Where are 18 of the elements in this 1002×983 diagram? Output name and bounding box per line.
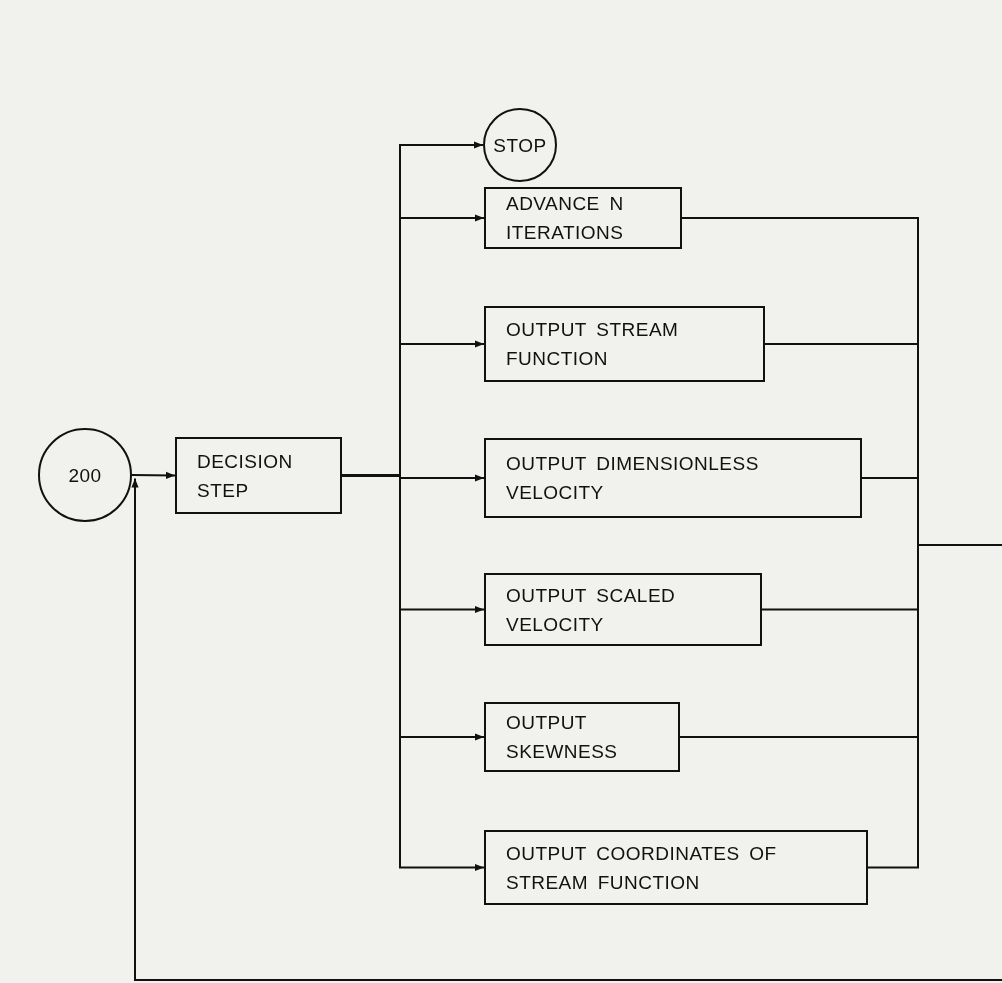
node-label: 200 (68, 463, 102, 488)
node-label: OUTPUT SKEWNESS (506, 711, 619, 764)
process-box (484, 573, 762, 646)
node-label: OUTPUT COORDINATES OF STREAM FUNCTION (506, 841, 778, 895)
connector-arrow (131, 471, 176, 479)
node-label: OUTPUT STREAM FUNCTION (506, 318, 680, 371)
node-label: STOP (493, 133, 547, 158)
node-label: ADVANCE N ITERATIONS (506, 192, 625, 245)
process-box (484, 702, 680, 772)
process-box (484, 438, 862, 518)
connector-arrow (131, 477, 1002, 981)
node-label: DECISION STEP (197, 449, 294, 503)
node-label: OUTPUT DIMENSIONLESS VELOCITY (506, 452, 760, 505)
process-box (175, 437, 342, 514)
node-label: OUTPUT SCALED VELOCITY (506, 583, 677, 637)
process-box (484, 830, 868, 905)
process-box (484, 306, 765, 382)
process-box (484, 187, 682, 249)
